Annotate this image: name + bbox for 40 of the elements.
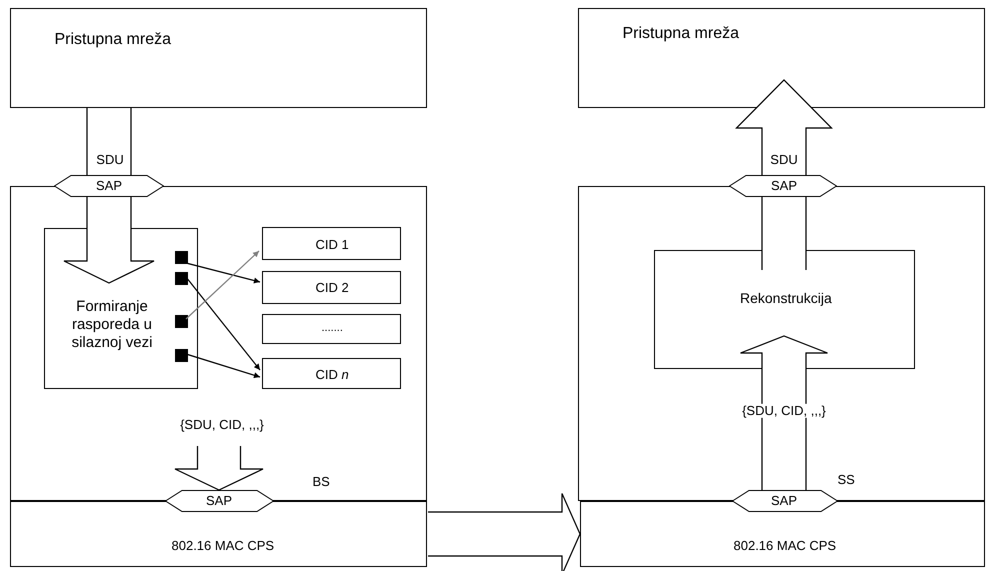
edge-label: {SDU, CID, ,,,} bbox=[180, 418, 264, 432]
node-label: Pristupna mreža bbox=[54, 30, 171, 49]
node-label: ....... bbox=[322, 322, 343, 335]
block-arrow bbox=[740, 335, 828, 491]
port-square bbox=[175, 272, 188, 285]
edge-label: {SDU, CID, ,,,} bbox=[742, 404, 826, 418]
block-arrow bbox=[735, 79, 833, 176]
connection-box bbox=[262, 314, 401, 344]
node-label: Pristupna mreža bbox=[622, 24, 739, 43]
node-label: SAP bbox=[771, 178, 798, 194]
connection-box bbox=[262, 271, 401, 304]
node-label: CID n bbox=[316, 367, 349, 383]
network-box bbox=[578, 8, 985, 108]
node-label: SAP bbox=[206, 493, 232, 509]
connection-box bbox=[262, 227, 401, 260]
block-arrow bbox=[427, 492, 581, 571]
edge-label: SDU bbox=[770, 152, 798, 168]
node-label: 802.16 MAC CPS bbox=[734, 538, 836, 554]
node-label: CID 1 bbox=[316, 237, 349, 253]
network-box bbox=[10, 8, 427, 108]
node-label: SS bbox=[838, 472, 855, 488]
arrow bbox=[186, 262, 260, 284]
node-label: SAP bbox=[771, 493, 798, 509]
node-label: SAP bbox=[96, 178, 122, 194]
node-label: 802.16 MAC CPS bbox=[172, 538, 274, 554]
node-label: Rekonstrukcija bbox=[740, 290, 832, 306]
scheduler-box bbox=[44, 228, 198, 389]
port-square bbox=[175, 349, 188, 362]
node-label: CID 2 bbox=[316, 280, 349, 296]
node-label: BS bbox=[312, 474, 330, 490]
connection-box bbox=[262, 358, 401, 389]
arrow bbox=[186, 353, 260, 378]
block-arrow bbox=[174, 445, 264, 491]
node-label: Formiranje rasporeda u silaznoj vezi bbox=[70, 298, 154, 352]
arrow bbox=[186, 250, 260, 320]
port-square bbox=[175, 251, 188, 264]
port-square bbox=[175, 315, 188, 328]
arrow bbox=[186, 276, 260, 370]
edge-label: SDU bbox=[96, 152, 124, 168]
block-arrow bbox=[63, 196, 155, 284]
